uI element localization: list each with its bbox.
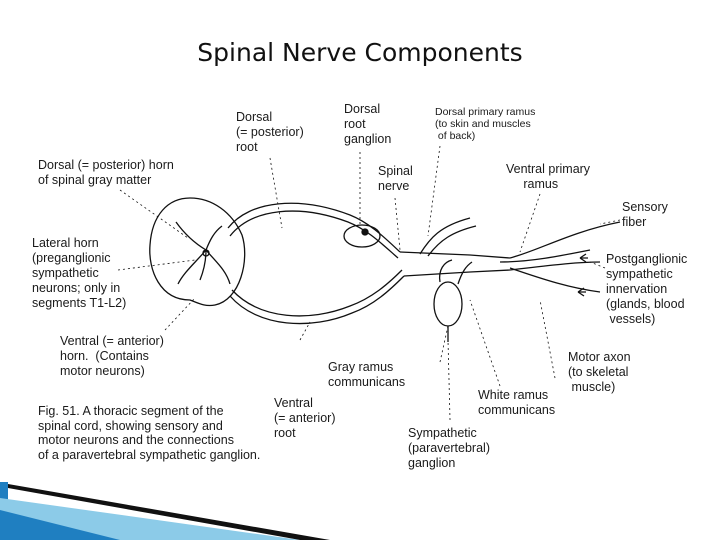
label-dorsal-primary-ramus: Dorsal primary ramus (to skin and muscle… [435, 106, 536, 142]
label-sympathetic-ganglion: Sympathetic (paravertebral) ganglion [408, 426, 490, 470]
dorsal-primary-ramus [419, 217, 471, 255]
label-motor-axon: Motor axon (to skeletal muscle) [568, 350, 631, 394]
label-white-ramus: White ramus communicans [478, 388, 556, 417]
ventral-root [231, 269, 403, 317]
postganglionic-endings [577, 253, 588, 297]
gray-ramus [457, 261, 473, 285]
label-postganglionic: Postganglionic sympathetic innervation (… [606, 252, 688, 326]
label-ventral-primary-ramus: Ventral primary ramus [506, 162, 591, 191]
slide-title: Spinal Nerve Components [197, 38, 523, 67]
spinal-cord-outline [149, 197, 246, 307]
sympathetic-ganglion [433, 281, 463, 327]
white-ramus [438, 259, 453, 283]
label-dorsal-root: Dorsal (= posterior) root [236, 110, 304, 154]
label-lateral-horn: Lateral horn (preganglionic sympathetic … [32, 236, 127, 310]
label-dorsal-horn: Dorsal (= posterior) horn of spinal gray… [38, 158, 174, 187]
dorsal-root-ganglion [343, 224, 381, 248]
spinal-nerve-trunk [399, 251, 511, 259]
figure-caption: Fig. 51. A thoracic segment of the spina… [38, 404, 261, 462]
corner-decoration [0, 482, 330, 540]
ventral-primary-ramus [509, 221, 621, 259]
label-ventral-root: Ventral (= anterior) root [274, 396, 336, 440]
label-gray-ramus: Gray ramus communicans [328, 360, 406, 389]
dorsal-root [227, 202, 401, 253]
label-sensory-fiber: Sensory fiber [622, 200, 668, 229]
label-dorsal-root-ganglion: Dorsal root ganglion [344, 102, 392, 146]
label-ventral-horn: Ventral (= anterior) horn. (Contains mot… [60, 334, 164, 378]
label-spinal-nerve: Spinal nerve [378, 164, 413, 193]
